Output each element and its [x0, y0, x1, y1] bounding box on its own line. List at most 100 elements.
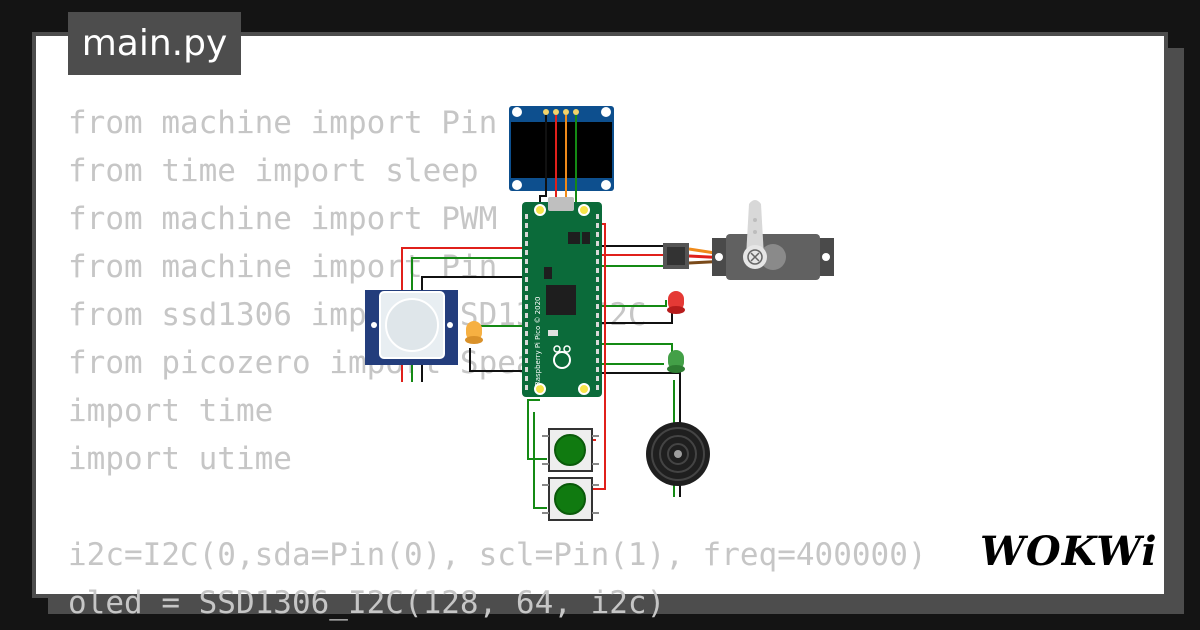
header-pin	[596, 268, 599, 273]
header-pin	[525, 331, 528, 336]
code-line: from machine import PWM	[68, 201, 498, 237]
servo-connector-socket	[667, 247, 685, 265]
code-line: import time	[68, 393, 274, 429]
header-pin	[525, 232, 528, 237]
header-pin	[596, 277, 599, 282]
header-pin	[596, 304, 599, 309]
header-pin	[596, 340, 599, 345]
rp2040-chip	[546, 285, 576, 315]
header-pin	[525, 241, 528, 246]
board-label: Raspberry Pi Pico © 2020	[534, 297, 542, 387]
header-pin	[525, 349, 528, 354]
header-pin	[596, 349, 599, 354]
pir-lens	[385, 298, 439, 352]
code-line: from machine import Pin	[68, 105, 498, 141]
header-pin	[525, 367, 528, 372]
led-red[interactable]	[667, 291, 685, 314]
code-line: from time import sleep	[68, 153, 479, 189]
circuit-diagram: Raspberry Pi Pico © 2020	[365, 106, 834, 521]
button-cap	[554, 483, 586, 515]
header-pin	[525, 295, 528, 300]
oled-pin	[573, 109, 579, 115]
oled-pin	[563, 109, 569, 115]
wire-button-1	[527, 399, 547, 460]
board-component	[568, 232, 580, 244]
wire-led-green	[600, 343, 673, 362]
header-pin	[596, 331, 599, 336]
led-yellow[interactable]	[465, 321, 483, 344]
header-pin	[596, 322, 599, 327]
board-component	[544, 267, 552, 279]
led-red-body	[668, 291, 684, 311]
header-pin	[525, 313, 528, 318]
wire-led-yellow-gnd	[469, 348, 524, 372]
header-pin	[596, 376, 599, 381]
header-pin	[525, 223, 528, 228]
raspberry-logo-icon	[553, 345, 571, 369]
header-pin	[596, 223, 599, 228]
board-mount-hole	[534, 204, 546, 216]
header-pin	[525, 214, 528, 219]
header-pin	[596, 241, 599, 246]
header-pin	[596, 358, 599, 363]
header-pin	[525, 385, 528, 390]
header-pin	[596, 214, 599, 219]
board-component	[582, 232, 590, 244]
bootsel-button	[548, 330, 558, 336]
pir-mount-hole	[371, 322, 377, 328]
board-mount-hole	[534, 383, 546, 395]
pico-board[interactable]: Raspberry Pi Pico © 2020	[522, 197, 602, 397]
code-line: i2c=I2C(0,sda=Pin(0), scl=Pin(1), freq=4…	[68, 537, 927, 573]
led-green[interactable]	[667, 350, 685, 373]
preview-panel: from machine import Pin from time import …	[36, 36, 1164, 621]
header-pin	[525, 250, 528, 255]
right-header-pins	[596, 214, 599, 390]
header-pin	[596, 232, 599, 237]
push-button-2[interactable]	[542, 477, 599, 521]
header-pin	[525, 322, 528, 327]
wire-led-red-gnd	[600, 312, 673, 324]
piezo-buzzer[interactable]	[646, 422, 710, 486]
header-pin	[525, 286, 528, 291]
header-pin	[596, 313, 599, 318]
file-tab[interactable]: main.py	[68, 12, 241, 75]
header-pin	[525, 277, 528, 282]
header-pin	[525, 340, 528, 345]
pir-sensor[interactable]	[365, 290, 458, 365]
board-mount-hole	[578, 383, 590, 395]
oled-pin	[543, 109, 549, 115]
oled-mount-hole	[601, 180, 611, 190]
header-pin	[596, 259, 599, 264]
servo-mount-hole	[715, 253, 723, 261]
oled-mount-hole	[512, 180, 522, 190]
header-pin	[596, 295, 599, 300]
oled-display[interactable]	[509, 106, 614, 191]
left-header-pins	[525, 214, 528, 390]
header-pin	[596, 250, 599, 255]
wire-button-2	[533, 412, 547, 509]
board-mount-hole	[578, 204, 590, 216]
oled-mount-hole	[601, 107, 611, 117]
servo-mount-hole	[822, 253, 830, 261]
header-pin	[525, 259, 528, 264]
header-pin	[596, 286, 599, 291]
led-yellow-body	[466, 321, 482, 341]
servo-motor[interactable]	[663, 200, 834, 280]
header-pin	[596, 385, 599, 390]
led-green-body	[668, 350, 684, 370]
wokwi-logo: WOKWi	[980, 528, 1158, 575]
header-pin	[525, 268, 528, 273]
header-pin	[596, 367, 599, 372]
servo-hub	[760, 244, 786, 270]
code-line: oled = SSD1306_I2C(128, 64, i2c)	[68, 585, 666, 621]
buzzer-center	[674, 450, 682, 458]
oled-pin	[553, 109, 559, 115]
oled-screen	[511, 122, 612, 178]
servo-screw-icon	[747, 249, 763, 265]
header-pin	[525, 304, 528, 309]
header-pin	[525, 358, 528, 363]
push-button-1[interactable]	[542, 428, 599, 472]
pir-mount-hole	[447, 322, 453, 328]
header-pin	[525, 376, 528, 381]
oled-mount-hole	[512, 107, 522, 117]
